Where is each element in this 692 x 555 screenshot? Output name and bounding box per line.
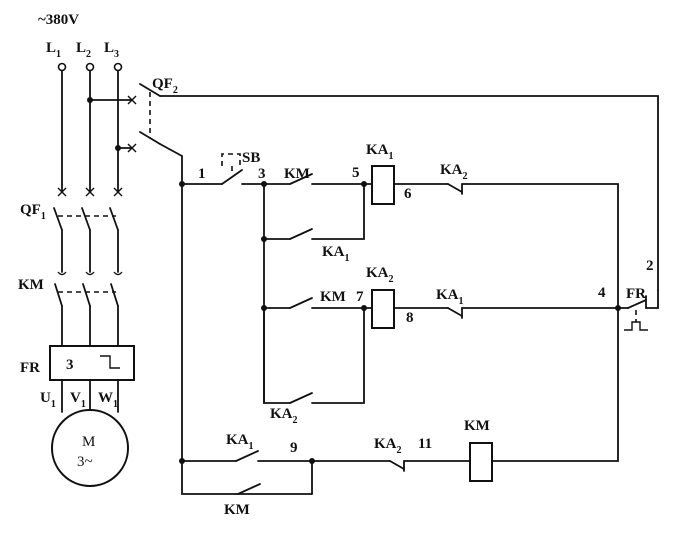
node-3: 3: [258, 166, 266, 182]
ka2-nc-contact: [389, 460, 471, 472]
fr-thermal-relay: [49, 345, 135, 381]
sb-label: SB: [242, 150, 260, 166]
ka2-coil: [371, 289, 395, 329]
qf2-label: QF2: [152, 76, 178, 96]
power-circuit: ~380V L1 L2 L3 QF1 KM: [18, 12, 178, 487]
phase-label-l2: L2: [76, 40, 91, 60]
phase-label-l3: L3: [104, 40, 119, 60]
ka1-interlock-label: KA1: [436, 287, 464, 307]
ka1-start-label: KA1: [226, 432, 254, 452]
ka2-coil-label: KA2: [366, 265, 394, 285]
ka1-start-contact: [235, 450, 313, 462]
km-aux-contact-3-5: [289, 173, 365, 185]
km-main-contacts: [54, 271, 123, 307]
km-main-contact-label: KM: [18, 277, 44, 293]
ka1-hold-contact: [263, 183, 365, 240]
km-aux-label-1: KM: [284, 166, 310, 182]
motor-symbol: [51, 409, 129, 487]
qf1-label: QF1: [20, 202, 46, 222]
km-aux-contact-3-7: [263, 297, 365, 309]
terminal-l1: [57, 62, 67, 72]
sb-push-button: [221, 153, 243, 185]
ka1-interlock-contact: [447, 307, 619, 319]
ka1-coil: [371, 165, 395, 205]
ka2-nc-label: KA2: [374, 436, 402, 456]
node-4: 4: [598, 285, 606, 301]
control-feed-top: [159, 95, 659, 291]
ka2-hold-label: KA2: [270, 406, 298, 426]
km-coil: [469, 442, 493, 482]
junction-l3: [115, 145, 121, 151]
ka1-coil-label: KA1: [366, 142, 394, 162]
node-11: 11: [418, 436, 432, 452]
node-6: 6: [404, 186, 412, 202]
terminal-l3: [113, 62, 123, 72]
wire-km-coil-return: [491, 307, 619, 462]
qf1-breaker: [53, 187, 123, 231]
motor-name: M: [82, 434, 95, 450]
node-8: 8: [406, 310, 414, 326]
supply-voltage-label: ~380V: [38, 12, 79, 28]
ka2-interlock-contact: [447, 183, 619, 309]
node-5: 5: [352, 165, 360, 181]
node-2: 2: [646, 258, 654, 274]
fr-pole-count: 3: [66, 357, 74, 373]
km-coil-label: KM: [464, 418, 490, 434]
km-hold-contact: [235, 460, 313, 495]
km-hold-label: KM: [224, 502, 250, 518]
qf2-breaker: [127, 83, 161, 153]
fr-contact-label: FR: [626, 286, 646, 302]
terminal-l2: [85, 62, 95, 72]
ka1-hold-label: KA1: [322, 244, 350, 264]
ka2-interlock-label: KA2: [440, 162, 468, 182]
junction-l2: [87, 97, 93, 103]
ka2-hold-contact: [263, 307, 365, 404]
phase-label-l1: L1: [46, 40, 61, 60]
left-bus: [159, 143, 313, 495]
fr-power-label: FR: [20, 360, 40, 376]
motor-terminal-w: W1: [98, 390, 118, 410]
control-circuit: 2 1 SB 3 KM 5: [159, 95, 659, 518]
fr-heater-symbol: [100, 355, 120, 369]
motor-terminal-v: V1: [70, 390, 86, 410]
fr-nc-contact: [624, 289, 659, 331]
motor-phase: 3~: [77, 454, 93, 470]
km-aux-label-2: KM: [320, 289, 346, 305]
node-7: 7: [356, 289, 364, 305]
node-9: 9: [290, 440, 298, 456]
motor-terminal-u: U1: [40, 390, 56, 410]
node-1: 1: [198, 166, 206, 182]
